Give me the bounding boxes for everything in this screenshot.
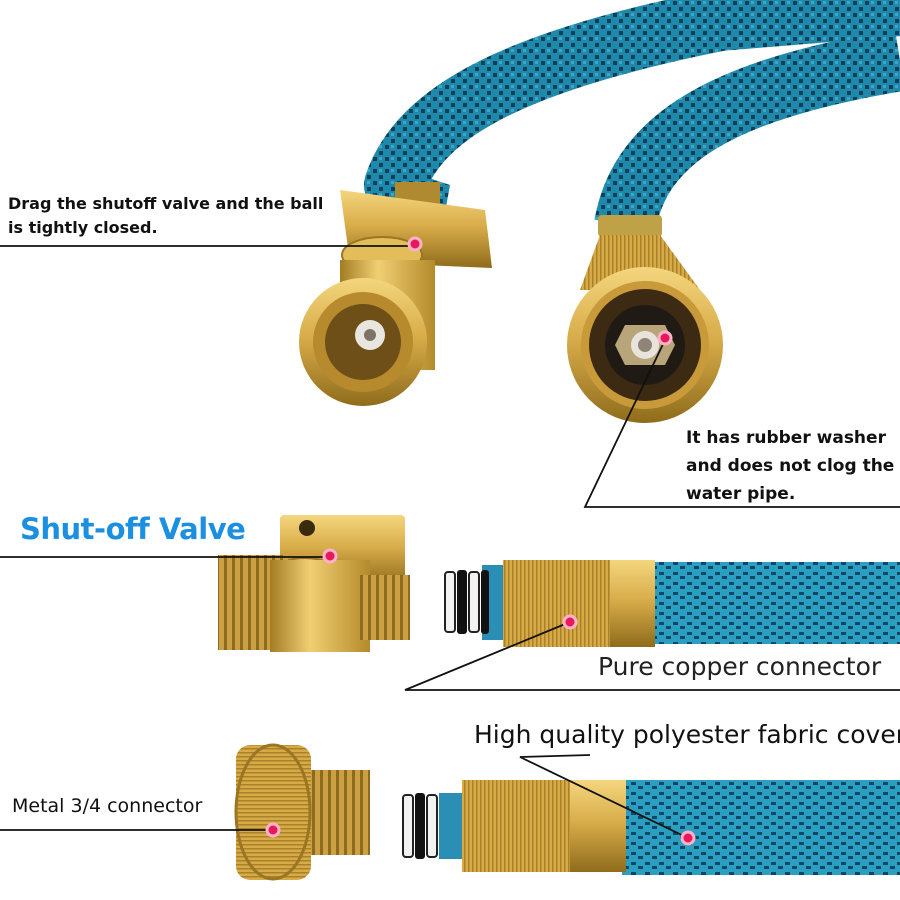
- marker-metal: [265, 822, 281, 838]
- female-connector-top: [567, 215, 723, 423]
- hose-bottom: [402, 780, 900, 875]
- label-rubber-washer: It has rubber washer and does not clog t…: [686, 428, 895, 504]
- label-shutoff-drag: Drag the shutoff valve and the ball is t…: [8, 194, 324, 237]
- marker-polyester: [680, 830, 696, 846]
- marker-dots: [265, 236, 696, 846]
- valve-middle: [218, 515, 410, 652]
- callout-lines: [0, 245, 900, 839]
- marker-shutoff-valve: [322, 548, 338, 564]
- label-shutoff-valve-title: Shut-off Valve: [20, 512, 246, 546]
- callout-line-polyester: [519, 754, 689, 839]
- hose-middle: [444, 560, 900, 647]
- marker-washer: [657, 330, 673, 346]
- top-hose-left: [364, 0, 900, 216]
- marker-shutoff-drag: [407, 236, 423, 252]
- metal-3-4-connector: [234, 743, 370, 881]
- label-polyester-cover: High quality polyester fabric cover: [474, 720, 900, 749]
- label-pure-copper: Pure copper connector: [598, 652, 882, 681]
- callout-line-copper: [404, 621, 900, 691]
- label-metal-connector: Metal 3/4 connector: [12, 795, 203, 817]
- top-hose-right: [594, 29, 900, 232]
- marker-copper: [562, 614, 578, 630]
- valve-top: [299, 170, 492, 406]
- callout-line-washer: [583, 339, 900, 508]
